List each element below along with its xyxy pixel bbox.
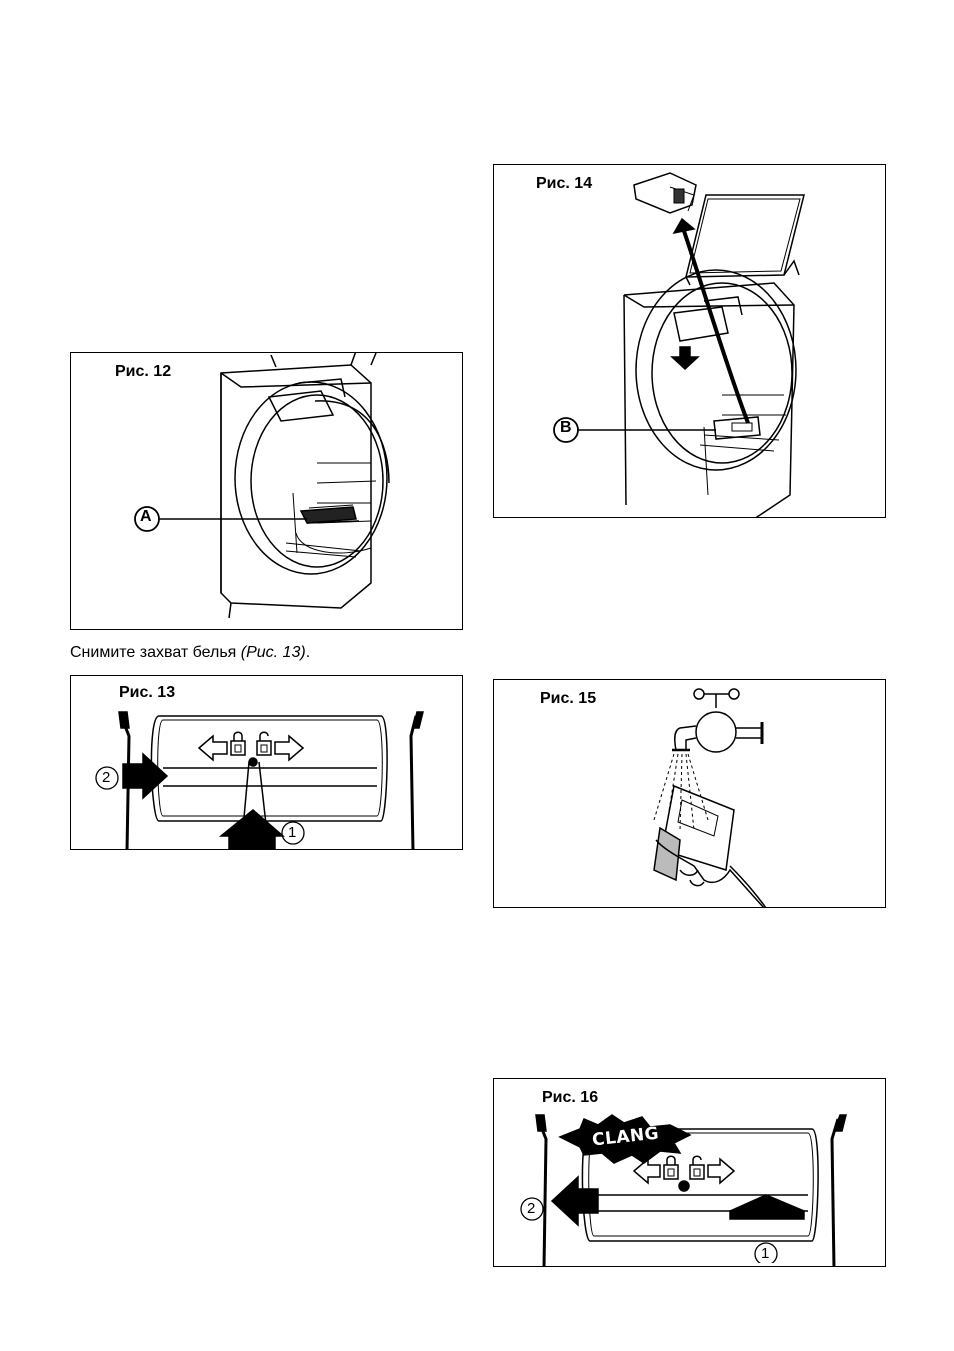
- left-arrow-icon: [199, 736, 227, 760]
- lock-open-icon: [690, 1165, 704, 1179]
- callout-b: B: [560, 419, 572, 437]
- callout-a: A: [140, 508, 152, 526]
- step-1-number: 1: [761, 1245, 769, 1262]
- left-arrow-icon: [634, 1159, 660, 1183]
- figure-13: Рис. 13 2 1: [70, 675, 463, 850]
- figure-15: Рис. 15: [493, 679, 886, 908]
- caption-ref: (Рис. 13): [241, 644, 306, 661]
- step-2-number: 2: [102, 769, 110, 786]
- lock-closed-icon: [231, 741, 245, 755]
- caption-end: .: [306, 644, 310, 661]
- right-arrow-outline-icon: [708, 1159, 734, 1183]
- lock-open-icon: [257, 741, 271, 755]
- wash-filter-illustration: [494, 680, 886, 908]
- down-arrow-icon: [672, 347, 698, 369]
- filter-unlock-illustration: [71, 676, 463, 850]
- figure-12: Рис. 12 A: [70, 352, 463, 630]
- figure-14: Рис. 14 B: [493, 164, 886, 518]
- filter-removal-illustration: [494, 165, 886, 518]
- step-2-number: 2: [527, 1200, 535, 1217]
- faucet-icon: [672, 689, 762, 752]
- dryer-drum-illustration: [71, 353, 463, 630]
- step-1-number: 1: [288, 824, 296, 841]
- up-triangle-icon: [730, 1195, 804, 1211]
- filter-lock-illustration: [494, 1079, 886, 1267]
- lock-closed-icon: [664, 1165, 678, 1179]
- caption-text: Снимите захват белья: [70, 644, 241, 661]
- caption-remove-lint-filter: Снимите захват белья (Рис. 13).: [70, 644, 310, 662]
- figure-16: Рис. 16 CLANG 2 1: [493, 1078, 886, 1267]
- left-arrow-filled-icon: [552, 1177, 598, 1225]
- right-arrow-outline-icon: [275, 736, 303, 760]
